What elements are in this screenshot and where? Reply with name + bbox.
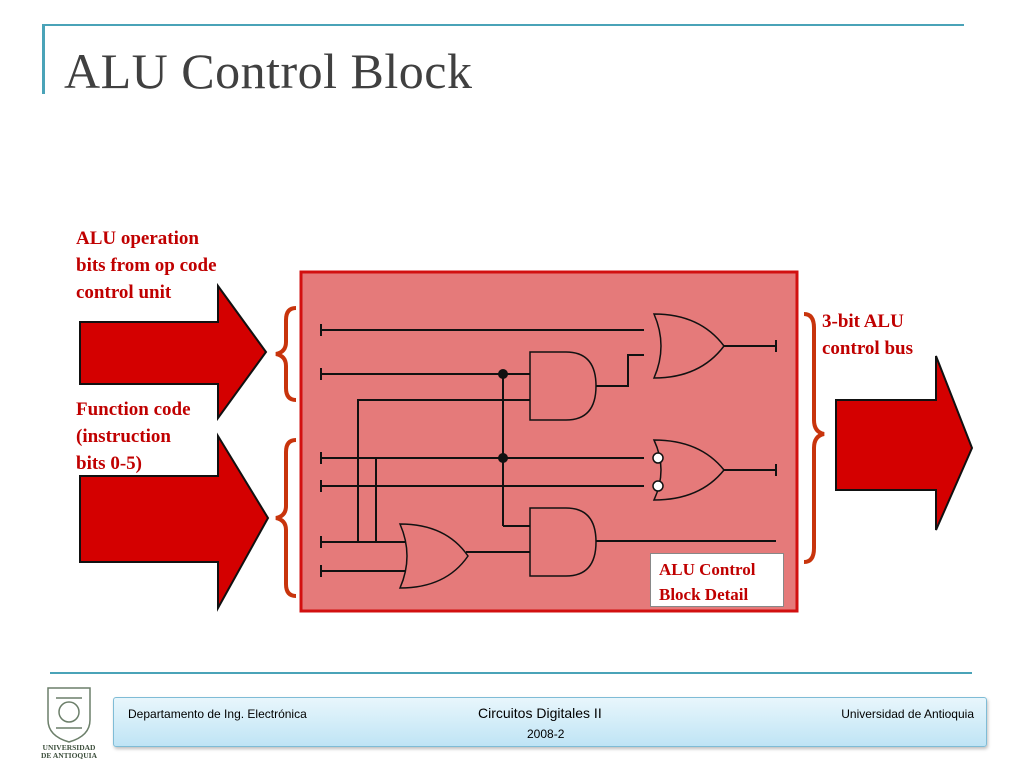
detail-caption: ALU Control Block Detail: [650, 553, 784, 607]
or-gate-middle: [652, 439, 725, 501]
output-brace: [803, 312, 825, 564]
footer-university: Universidad de Antioquia: [841, 707, 974, 721]
logo-text-line2: DE ANTIOQUIA: [41, 751, 98, 760]
inverter-bubble-1: [652, 452, 664, 464]
output-bus-label: 3-bit ALU control bus: [822, 311, 913, 359]
footer-bar: Departamento de Ing. Electrónica Circuit…: [113, 697, 987, 747]
footer-rule: [50, 672, 972, 674]
footer-department: Departamento de Ing. Electrónica: [128, 707, 307, 721]
junction-dot-mid: [498, 453, 508, 463]
logo-text-line1: UNIVERSIDAD: [43, 743, 97, 752]
slide-title: ALU Control Block: [64, 43, 473, 99]
inverter-bubble-2: [652, 480, 664, 492]
function-code-label: Function code (instruction bits 0-5): [76, 399, 191, 474]
footer-course: Circuitos Digitales II: [478, 705, 602, 721]
input-brace-bottom: [275, 438, 297, 598]
and-gate-top: [529, 351, 597, 421]
input-brace-top: [275, 306, 297, 402]
header-rule: [42, 24, 964, 26]
title-accent-line: [42, 24, 45, 94]
footer-date: 2008-2: [527, 727, 565, 741]
or-gate-bottom: [398, 523, 469, 589]
input-op-label: ALU operation bits from op code control …: [76, 228, 217, 303]
input-arrow-top: [79, 282, 268, 422]
input-arrow-bottom: [79, 432, 270, 612]
circuit-wires: [320, 324, 777, 577]
university-logo: UNIVERSIDAD DE ANTIOQUIA: [41, 687, 98, 760]
junction-dot-top: [498, 369, 508, 379]
and-gate-bottom: [529, 507, 597, 577]
output-arrow: [835, 355, 974, 531]
or-gate-top: [652, 313, 725, 379]
